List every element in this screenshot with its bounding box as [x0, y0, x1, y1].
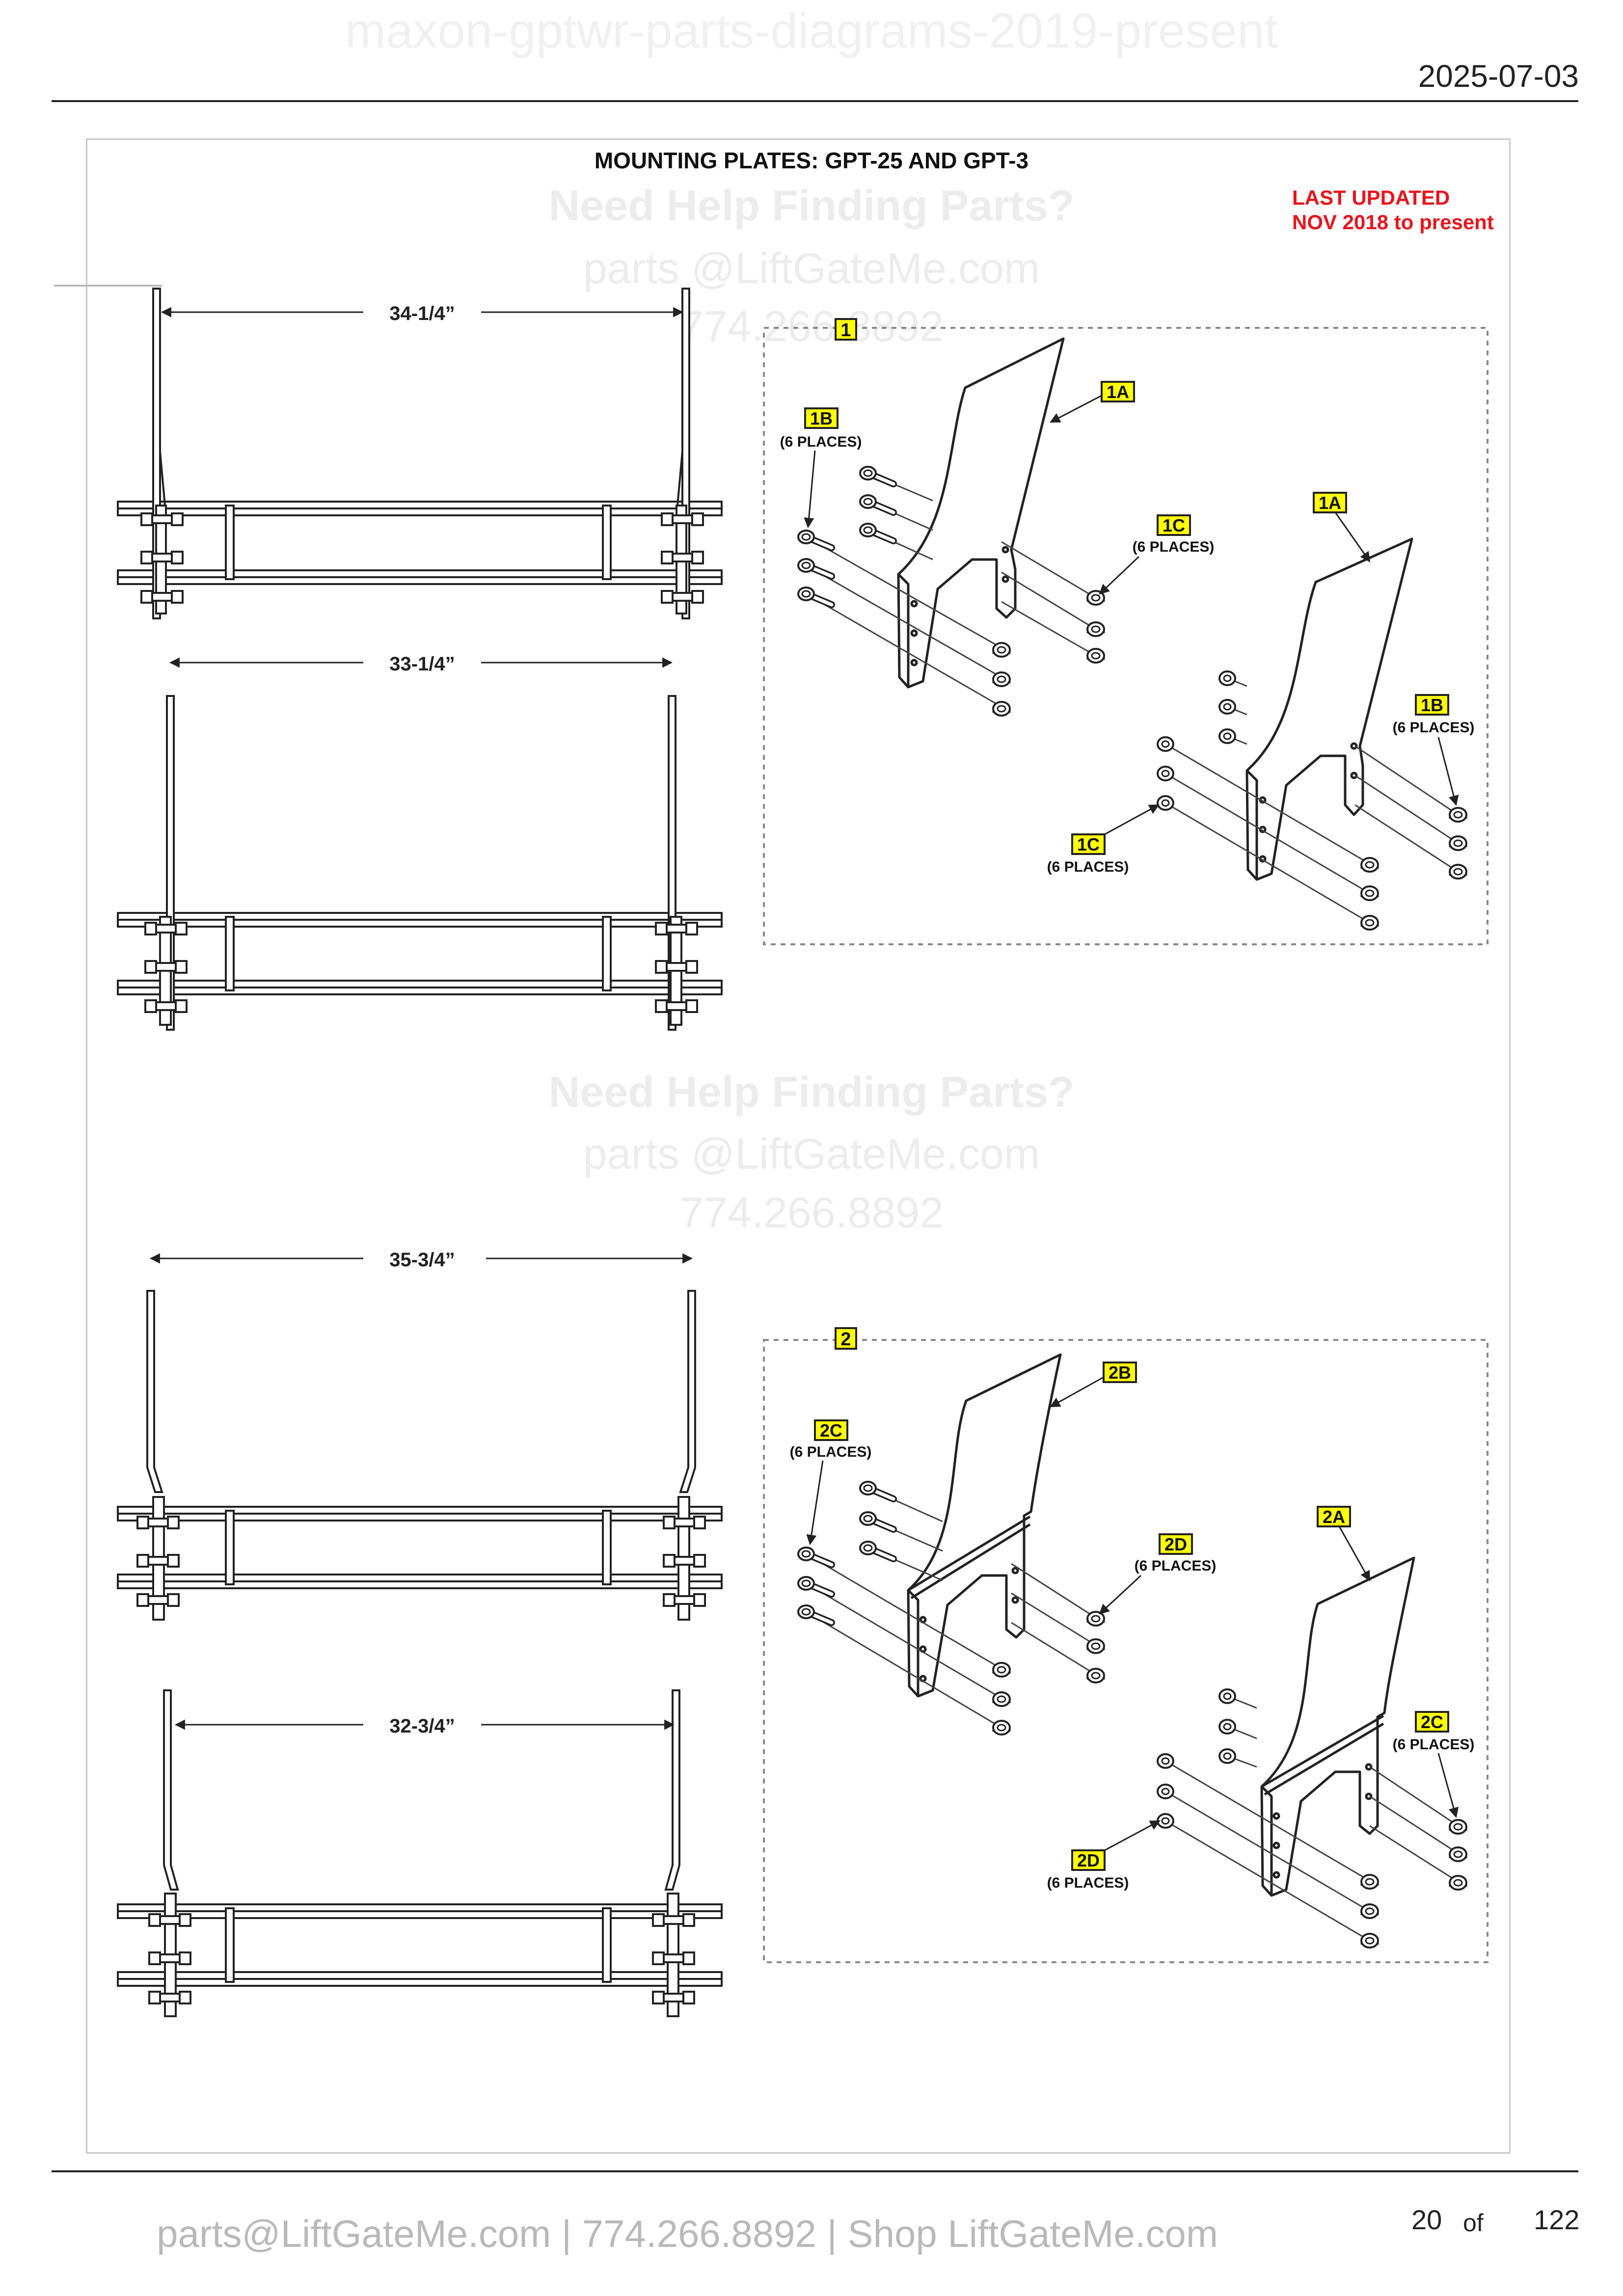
frame-elevation-3 — [117, 1290, 723, 1621]
svg-text:2D: 2D — [1077, 1850, 1100, 1870]
page-total: 122 — [1534, 2204, 1580, 2235]
callout-1b-left: 1B (6 PLACES) — [780, 407, 862, 529]
svg-text:1B: 1B — [1421, 695, 1443, 715]
svg-text:1C: 1C — [1163, 515, 1185, 535]
watermark-heading: Need Help Finding Parts? — [548, 181, 1075, 230]
svg-text:2C: 2C — [1421, 1712, 1443, 1732]
svg-text:(6 PLACES): (6 PLACES) — [1393, 1736, 1475, 1753]
callout-1b-right: 1B (6 PLACES) — [1393, 694, 1475, 806]
last-updated-note: LAST UPDATED NOV 2018 to present — [1292, 186, 1494, 235]
svg-text:2: 2 — [840, 1329, 851, 1350]
document-title: maxon-gptwr-parts-diagrams-2019-present — [345, 3, 1278, 58]
callout-1c-upper: 1C (6 PLACES) — [1099, 514, 1215, 595]
header-rule — [52, 100, 1578, 102]
watermark-email-2: parts @LiftGateMe.com — [583, 1129, 1040, 1178]
callout-2c-right: 2C (6 PLACES) — [1393, 1711, 1475, 1818]
dimension-label: 35-3/4” — [389, 1249, 455, 1271]
frame-elevation-1 — [54, 285, 723, 619]
callout-1a-left: 1A — [1050, 381, 1135, 423]
svg-text:2A: 2A — [1323, 1507, 1345, 1527]
svg-text:1A: 1A — [1107, 382, 1129, 402]
svg-text:2B: 2B — [1109, 1362, 1131, 1383]
callout-1c-lower: 1C (6 PLACES) — [1047, 804, 1160, 875]
svg-text:(6 PLACES): (6 PLACES) — [1135, 1558, 1217, 1574]
svg-text:1: 1 — [840, 320, 851, 341]
callout-2d-lower: 2D (6 PLACES) — [1047, 1820, 1161, 1891]
svg-text:(6 PLACES): (6 PLACES) — [1393, 720, 1475, 736]
svg-text:2C: 2C — [820, 1420, 842, 1441]
watermark-email: parts @LiftGateMe.com — [583, 244, 1040, 293]
diagram-frame — [86, 138, 1511, 2154]
kit-1-boundary — [763, 327, 1488, 945]
callout-1: 1 — [835, 318, 857, 341]
watermark-phone: 774.266.8892 — [679, 302, 944, 350]
frame-elevation-4 — [117, 1689, 723, 2017]
dimension-label: 34-1/4” — [389, 303, 455, 324]
page-of-label: of — [1463, 2209, 1484, 2237]
dimension-label: 33-1/4” — [389, 653, 455, 675]
callout-2d-upper: 2D (6 PLACES) — [1099, 1533, 1217, 1615]
svg-text:(6 PLACES): (6 PLACES) — [1047, 859, 1129, 875]
watermark-heading-2: Need Help Finding Parts? — [548, 1068, 1075, 1116]
last-updated-label: LAST UPDATED — [1292, 186, 1450, 209]
svg-text:2D: 2D — [1164, 1534, 1187, 1554]
svg-text:(6 PLACES): (6 PLACES) — [790, 1444, 872, 1460]
last-updated-range: NOV 2018 to present — [1292, 211, 1494, 234]
svg-text:(6 PLACES): (6 PLACES) — [780, 434, 862, 450]
dimension-label: 32-3/4” — [389, 1715, 455, 1737]
frame-elevation-2 — [117, 695, 723, 1031]
page-current: 20 — [1411, 2204, 1442, 2235]
kit-2-left-plate — [907, 1353, 1062, 1698]
diagram-title: MOUNTING PLATES: GPT-25 AND GPT-3 — [594, 148, 1029, 173]
callout-2: 2 — [835, 1327, 857, 1350]
kit-1-left-plate — [897, 337, 1065, 689]
callout-2c-left: 2C (6 PLACES) — [790, 1419, 872, 1546]
svg-text:(6 PLACES): (6 PLACES) — [1133, 539, 1215, 555]
footer-contact: parts@LiftGateMe.com | 774.266.8892 | Sh… — [157, 2212, 1218, 2255]
svg-text:1A: 1A — [1319, 493, 1341, 513]
kit-2-boundary — [763, 1339, 1488, 1963]
svg-text:1C: 1C — [1077, 834, 1100, 854]
footer-rule — [52, 2170, 1578, 2172]
kit-2-right-plate — [1260, 1556, 1415, 1897]
callout-2b: 2B — [1050, 1362, 1137, 1408]
callout-2a: 2A — [1317, 1506, 1371, 1581]
document-date: 2025-07-03 — [1418, 58, 1579, 94]
svg-text:1B: 1B — [810, 408, 833, 428]
svg-text:(6 PLACES): (6 PLACES) — [1047, 1875, 1129, 1891]
watermark-phone-2: 774.266.8892 — [679, 1188, 944, 1237]
callout-1a-right: 1A — [1313, 492, 1371, 562]
kit-1-right-plate — [1245, 537, 1413, 881]
